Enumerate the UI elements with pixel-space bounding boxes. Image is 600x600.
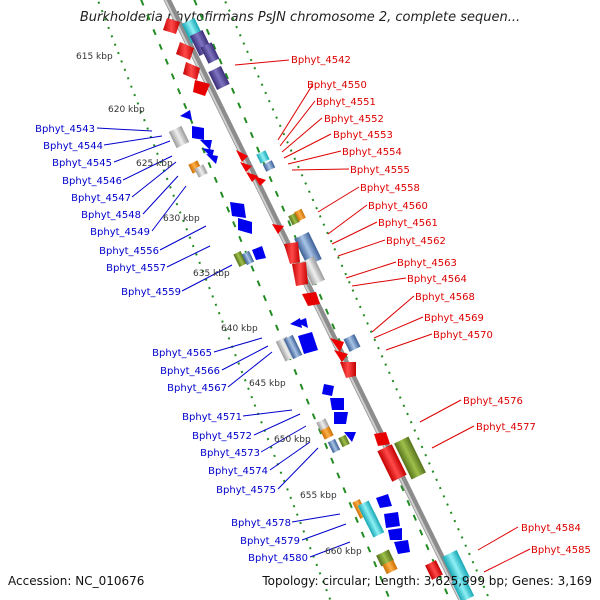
ruler-label: 640 kbp: [221, 324, 258, 334]
gene-label-left[interactable]: Bphyt_4559: [121, 287, 181, 298]
gene-label-left[interactable]: Bphyt_4565: [152, 348, 212, 359]
gene-label-right[interactable]: Bphyt_4570: [433, 330, 493, 341]
gene-label-right[interactable]: Bphyt_4576: [463, 396, 523, 407]
gene-label-left[interactable]: Bphyt_4575: [216, 485, 276, 496]
right-outer-track: [223, 0, 491, 600]
left-inner-track: [140, 0, 392, 600]
gene-label-left[interactable]: Bphyt_4578: [231, 518, 291, 529]
topology-text: Topology: circular; Length: 3,625,999 bp…: [262, 574, 592, 588]
gene-cluster-left-1: [168, 110, 266, 268]
ruler-label: 615 kbp: [76, 52, 113, 62]
ruler-label: 625 kbp: [136, 159, 173, 169]
leader-lines: [96, 59, 531, 573]
gene-label-left[interactable]: Bphyt_4547: [71, 193, 131, 204]
ruler-label: 620 kbp: [108, 105, 145, 115]
gene-cluster-left-3: [316, 384, 356, 454]
gene-label-left[interactable]: Bphyt_4566: [160, 366, 220, 377]
gene-label-right[interactable]: Bphyt_4585: [531, 545, 591, 556]
gene-label-right[interactable]: Bphyt_4542: [291, 55, 351, 66]
ruler-label: 655 kbp: [300, 491, 337, 501]
gene-label-right[interactable]: Bphyt_4553: [333, 130, 393, 141]
gene-label-right[interactable]: Bphyt_4569: [424, 313, 484, 324]
gene-cluster-left-2: [275, 318, 318, 362]
gene-label-left[interactable]: Bphyt_4548: [81, 210, 141, 221]
ruler-labels: 615 kbp 620 kbp 625 kbp 630 kbp 635 kbp …: [76, 52, 362, 557]
gene-label-right[interactable]: Bphyt_4560: [368, 201, 428, 212]
gene-label-right[interactable]: Bphyt_4563: [397, 258, 457, 269]
gene-label-right[interactable]: Bphyt_4558: [360, 183, 420, 194]
gene-label-left[interactable]: Bphyt_4556: [99, 246, 159, 257]
gene-label-right[interactable]: Bphyt_4584: [521, 523, 581, 534]
left-gene-labels: Bphyt_4543 Bphyt_4544 Bphyt_4545 Bphyt_4…: [35, 124, 308, 564]
gene-label-left[interactable]: Bphyt_4579: [240, 536, 300, 547]
gene-label-left[interactable]: Bphyt_4549: [90, 227, 150, 238]
right-inner-track: [193, 0, 451, 600]
accession-text: Accession: NC_010676: [8, 574, 145, 588]
gene-label-left[interactable]: Bphyt_4557: [106, 263, 166, 274]
gene-label-right[interactable]: Bphyt_4568: [415, 292, 475, 303]
gene-label-left[interactable]: Bphyt_4573: [200, 448, 260, 459]
gene-cluster-bottom: [352, 494, 475, 600]
ruler-label: 635 kbp: [193, 269, 230, 279]
ruler-label: 630 kbp: [163, 214, 200, 224]
gene-cluster-right-2: [374, 432, 426, 482]
gene-label-right[interactable]: Bphyt_4555: [350, 165, 410, 176]
gene-cluster-right-1: [236, 150, 361, 378]
gene-label-left[interactable]: Bphyt_4572: [192, 431, 252, 442]
gene-cluster-top: [163, 18, 230, 96]
gene-features: [163, 18, 475, 600]
gene-label-right[interactable]: Bphyt_4551: [316, 97, 376, 108]
gene-label-right[interactable]: Bphyt_4554: [342, 147, 402, 158]
gene-label-right[interactable]: Bphyt_4561: [378, 218, 438, 229]
gene-label-right[interactable]: Bphyt_4564: [407, 274, 467, 285]
gene-label-right[interactable]: Bphyt_4550: [307, 80, 367, 91]
gene-label-left[interactable]: Bphyt_4545: [52, 158, 112, 169]
gene-label-right[interactable]: Bphyt_4552: [324, 114, 384, 125]
right-gene-labels: Bphyt_4542 Bphyt_4550 Bphyt_4551 Bphyt_4…: [291, 55, 591, 556]
gene-label-right[interactable]: Bphyt_4562: [386, 236, 446, 247]
ruler-label: 660 kbp: [325, 547, 362, 557]
gene-label-left[interactable]: Bphyt_4544: [43, 141, 103, 152]
gene-label-left[interactable]: Bphyt_4580: [248, 553, 308, 564]
gene-label-right[interactable]: Bphyt_4577: [476, 422, 536, 433]
ruler-label: 645 kbp: [249, 379, 286, 389]
gene-label-left[interactable]: Bphyt_4543: [35, 124, 95, 135]
gene-label-left[interactable]: Bphyt_4571: [182, 412, 242, 423]
ruler-label: 650 kbp: [274, 435, 311, 445]
gene-label-left[interactable]: Bphyt_4567: [167, 383, 227, 394]
gene-label-left[interactable]: Bphyt_4574: [208, 466, 268, 477]
gene-label-left[interactable]: Bphyt_4546: [62, 176, 122, 187]
